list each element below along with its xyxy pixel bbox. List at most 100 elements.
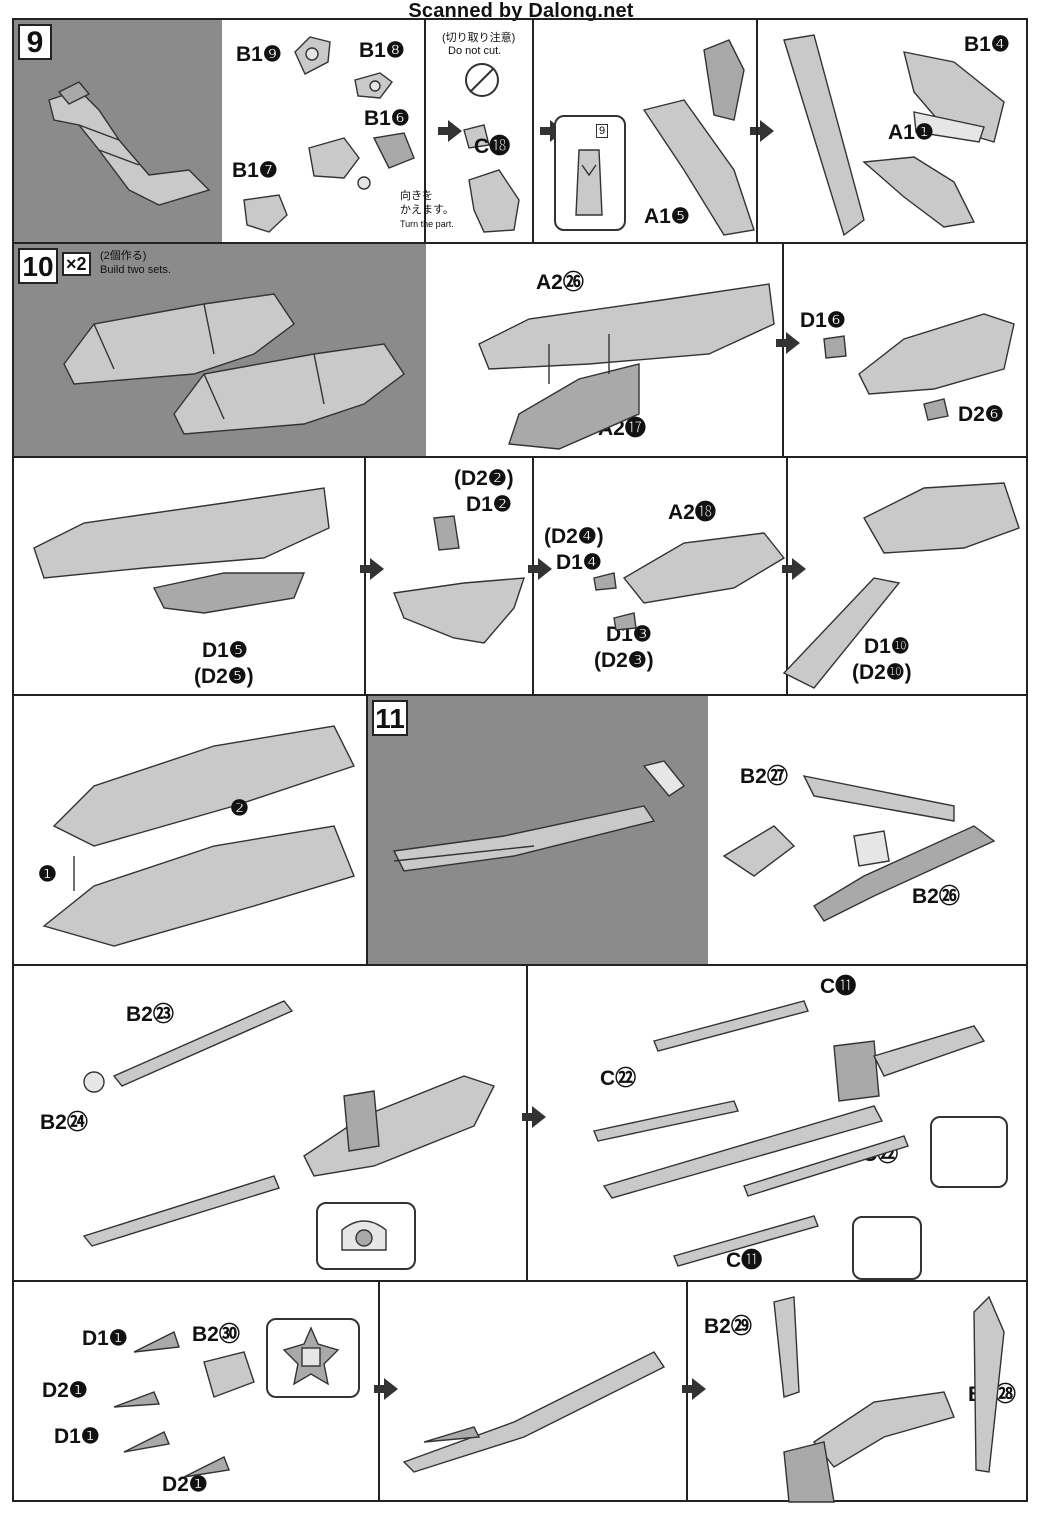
- step-10-overview-wing-2: [173, 343, 405, 435]
- part-b2-27-assembly: [722, 775, 996, 922]
- label-d2-6: D2❻: [958, 403, 1004, 426]
- label-c22-a: C㉒: [600, 1067, 637, 1090]
- step-10-final-assembly: [42, 725, 355, 947]
- detail-cross-hub: [282, 1326, 340, 1386]
- step-9-divider-1: [424, 20, 426, 242]
- label-b2-26: B2㉖: [912, 885, 960, 908]
- label-c11-a: C⓫: [820, 975, 857, 998]
- label-a2-26: A2㉖: [536, 271, 584, 294]
- label-d1-10: D1❿: [864, 635, 910, 658]
- note-do-not-cut-en: Do not cut.: [448, 45, 502, 57]
- part-d1-5-assembly: [33, 487, 330, 614]
- step-10b-divider-2: [532, 458, 534, 694]
- label-d2-5: (D2❺): [194, 665, 254, 688]
- label-d2-3: (D2❸): [594, 649, 654, 672]
- label-d2-2: (D2❷): [454, 467, 514, 490]
- label-b1-8: B1❽: [359, 39, 405, 62]
- step-11-number: 11: [372, 700, 408, 736]
- label-b2-27: B2㉗: [740, 765, 788, 788]
- step-10-overview-wing-1: [63, 293, 295, 385]
- label-d2-1-a: D2❶: [42, 1379, 88, 1402]
- part-rifle-assembly: [82, 1075, 495, 1247]
- label-d1-5: D1❺: [202, 639, 248, 662]
- flow-arrow: [682, 1378, 706, 1400]
- label-a2-18: A2⓲: [668, 501, 716, 524]
- part-rifle-tip-assembly: [402, 1351, 666, 1473]
- label-d1-1-a: D1❶: [82, 1327, 128, 1350]
- label-c18: C⓲: [474, 135, 511, 158]
- step-11-divider-a: [366, 696, 368, 964]
- note-turn-jp2: かえます。: [400, 204, 454, 216]
- scanner-watermark: Scanned by Dalong.net: [408, 0, 634, 22]
- step-9-panel: 9 B1❾ B1❽ B1❻ B1❼ (切り取り注意) Do not cut.: [14, 20, 1026, 244]
- detail-callout-lower: [852, 1216, 922, 1280]
- flow-arrow: [750, 120, 774, 142]
- detail-slot: [575, 149, 603, 216]
- step-11-divider-b: [526, 966, 528, 1280]
- label-b2-29: B2㉙: [704, 1315, 752, 1338]
- part-b1-8: [354, 72, 393, 99]
- build-two-en: Build two sets.: [100, 264, 171, 276]
- step-10-number: 10: [18, 248, 58, 284]
- label-b2-24: B2㉔: [40, 1111, 88, 1134]
- part-a2-26-assembly: [478, 283, 775, 450]
- part-a1-5-assembly: [642, 39, 755, 236]
- instruction-page: 9 B1❾ B1❽ B1❻ B1❼ (切り取り注意) Do not cut.: [12, 18, 1028, 1503]
- step-10b-divider-1: [364, 458, 366, 694]
- flow-arrow: [438, 120, 462, 142]
- step-11-panel-c: D1❶ B2㉚ D2❶ D1❶ D2❶ B2㉙ B2㉘: [14, 1282, 1026, 1503]
- part-c18: [463, 124, 520, 233]
- detail-callout-upper: [930, 1116, 1008, 1188]
- label-d2-4: (D2❹): [544, 525, 604, 548]
- part-a1-5-rail: [783, 34, 865, 237]
- step-10b-divider-3: [786, 458, 788, 694]
- label-b1-6: B1❻: [364, 107, 410, 130]
- label-b1-4: B1❹: [964, 33, 1010, 56]
- step-9-number: 9: [18, 24, 52, 60]
- label-a1-5: A1❺: [644, 205, 690, 228]
- note-turn-jp1: 向きを: [400, 190, 433, 202]
- flow-arrow: [360, 558, 384, 580]
- flow-arrow: [522, 1106, 546, 1128]
- label-b2-23: B2㉓: [126, 1003, 174, 1026]
- step-marker-2: ❷: [230, 797, 249, 820]
- part-fins-assembly: [113, 1331, 255, 1478]
- part-b1-6-assembly: [308, 132, 415, 190]
- note-turn-en: Turn the part.: [400, 219, 454, 229]
- build-two-multiplier: ×2: [62, 252, 91, 276]
- part-b1-4-assembly: [862, 51, 1005, 228]
- flow-arrow: [374, 1378, 398, 1400]
- part-c-rods-assembly: [593, 1000, 986, 1267]
- step-marker-1: ❶: [38, 863, 57, 886]
- step-10a-divider: [782, 244, 784, 456]
- step-10-panel-b: D1❺ (D2❺) (D2❷) D1❷ (D2❹) D1❹ A2⓲ D1❸ (D…: [14, 458, 1026, 696]
- part-d1-6-assembly: [823, 313, 1015, 421]
- step-9-divider-2: [532, 20, 534, 242]
- label-a1-1: A1❶: [888, 121, 934, 144]
- label-b2-30: B2㉚: [192, 1323, 240, 1346]
- part-b1-7: [243, 194, 288, 233]
- step-9-divider-3: [756, 20, 758, 242]
- part-a2-18-assembly: [593, 532, 786, 631]
- part-b1-9: [294, 36, 331, 75]
- step-11-overview-rifle: [392, 760, 686, 872]
- label-d1-4: D1❹: [556, 551, 602, 574]
- part-b2-28-29-assembly: [773, 1295, 1005, 1503]
- part-d1-2-assembly: [393, 515, 525, 644]
- label-b1-9: B1❾: [236, 43, 282, 66]
- label-d1-2: D1❷: [466, 493, 512, 516]
- step-10-panel-a: 10 ×2 (2個作る) Build two sets. A2㉖ A2⓱ D1❻…: [14, 244, 1026, 458]
- label-d1-6: D1❻: [800, 309, 846, 332]
- flow-arrow: [776, 332, 800, 354]
- ref-number-9: 9: [596, 124, 609, 138]
- label-b1-7: B1❼: [232, 159, 278, 182]
- build-two-jp: (2個作る): [100, 250, 147, 262]
- note-do-not-cut-jp: (切り取り注意): [442, 32, 516, 44]
- part-d1-10-assembly: [782, 482, 1020, 689]
- flow-arrow: [782, 558, 806, 580]
- step-9-overview-part: [48, 81, 211, 206]
- flow-arrow: [528, 558, 552, 580]
- no-cut-icon: [465, 63, 499, 97]
- part-b2-23-barrel: [83, 1000, 294, 1093]
- label-c11-b: C⓫: [726, 1249, 763, 1272]
